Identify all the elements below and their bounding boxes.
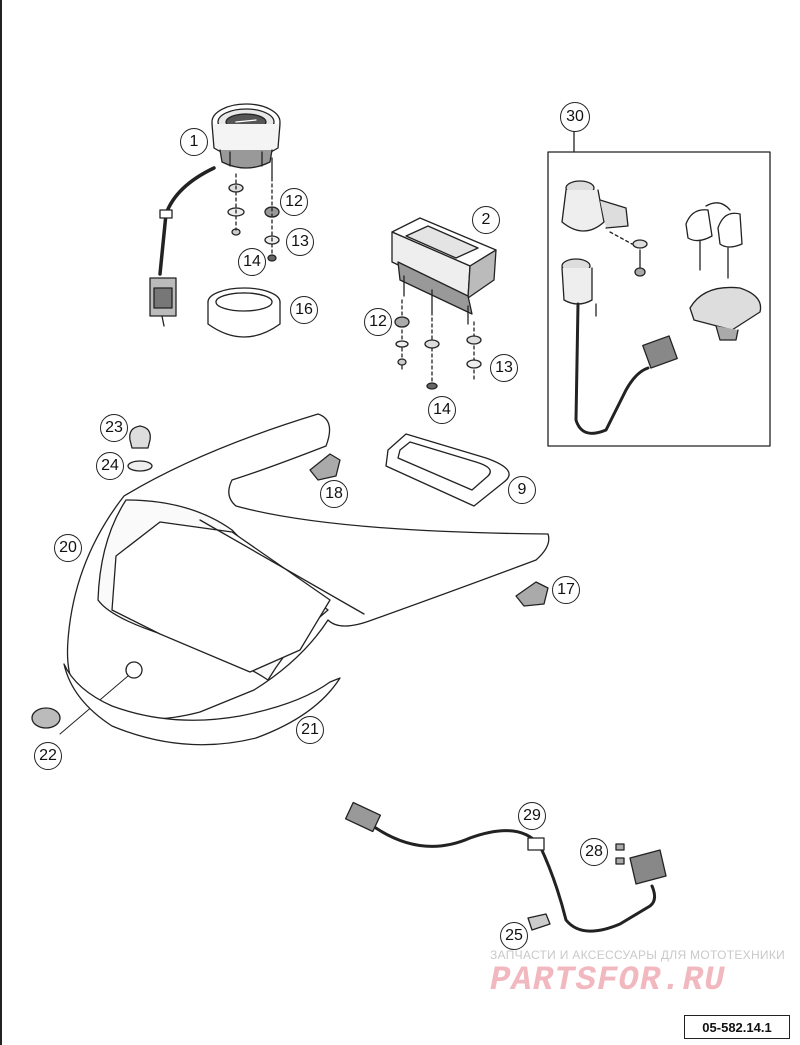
callout-21: 21 [296, 716, 324, 744]
connector-28 [629, 849, 667, 885]
keys [685, 202, 743, 279]
callout-24: 24 [96, 452, 124, 480]
callout-1: 1 [180, 128, 208, 156]
speedometer-gauge [149, 103, 281, 327]
lower-fairing [63, 663, 341, 746]
callout-25: 25 [500, 922, 528, 950]
clip-18 [309, 453, 341, 481]
rubber-plug [31, 707, 61, 729]
callout-30: 30 [560, 102, 590, 132]
callout-12a: 12 [280, 188, 308, 216]
callout-29: 29 [518, 802, 546, 830]
callout-28: 28 [580, 838, 608, 866]
callout-20: 20 [54, 534, 82, 562]
callout-22: 22 [34, 742, 62, 770]
watermark-logo: PARTSFOR.RU [490, 962, 726, 1000]
diagram-reference-number: 05-582.14.1 [684, 1015, 790, 1039]
callout-13b: 13 [490, 354, 518, 382]
callout-2: 2 [472, 206, 500, 234]
callout-16: 16 [290, 296, 318, 324]
ignition-lock-kit [547, 129, 771, 447]
callout-14b: 14 [428, 396, 456, 424]
callout-14a: 14 [238, 248, 266, 276]
wiring-harness [344, 801, 667, 933]
left-border-line [0, 0, 2, 1045]
clip-25 [527, 913, 551, 931]
callout-17: 17 [552, 576, 580, 604]
callout-23: 23 [100, 414, 128, 442]
instrument-gasket [385, 433, 510, 507]
headlight-mask [59, 413, 550, 735]
watermark-tagline: ЗАПЧАСТИ И АКСЕССУАРЫ ДЛЯ МОТОТЕХНИКИ [490, 948, 786, 962]
callout-13a: 13 [286, 228, 314, 256]
gauge-mount-hardware [227, 173, 280, 262]
callout-9: 9 [508, 476, 536, 504]
callout-12b: 12 [364, 308, 392, 336]
callout-18: 18 [320, 480, 348, 508]
digital-instrument [391, 217, 497, 391]
gauge-ring [207, 287, 281, 338]
clip-17 [515, 581, 549, 607]
